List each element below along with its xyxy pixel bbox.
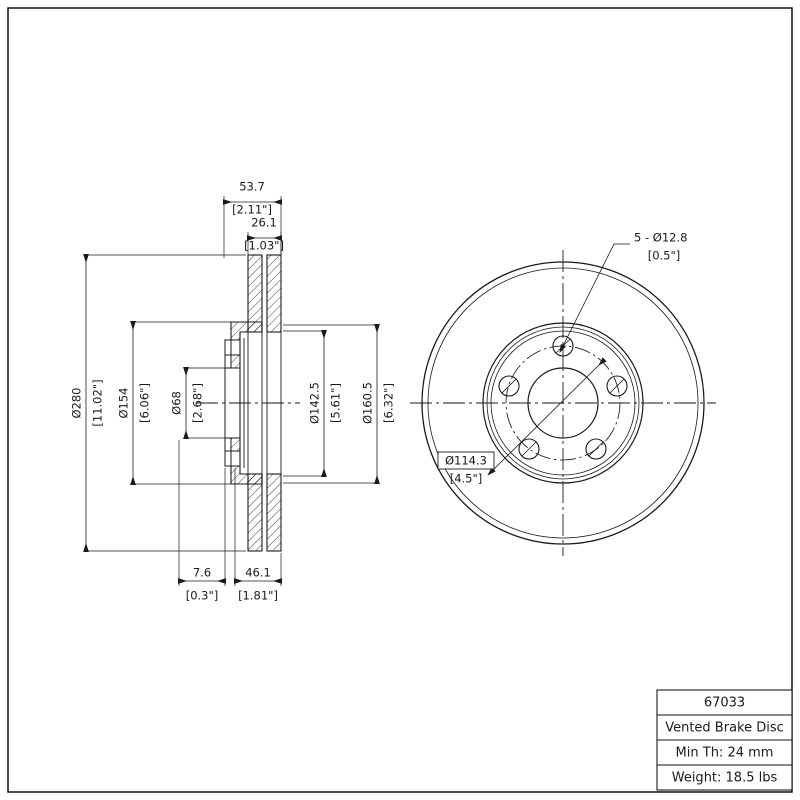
sheet-border — [7, 7, 793, 793]
dimension-hat-offset: 7.6 [0.3"] — [178, 440, 226, 603]
title-block-part-description: Vented Brake Disc — [665, 721, 784, 736]
dimension-hat-depth: 46.1 [1.81"] — [234, 468, 282, 603]
bolt-circle-callout-box — [437, 451, 495, 470]
hat-flange-upper — [224, 339, 241, 369]
dimension-rotor-thickness: 26.1 [1.03"] — [244, 216, 284, 255]
inner-pad-diameter-metric: Ø142.5 — [308, 382, 322, 424]
dimension-hat-diameter: Ø154 [6.06"] — [117, 321, 240, 485]
hat-flange-lower — [224, 437, 241, 467]
bolt-holes-metric: 5 - Ø12.8 — [634, 231, 687, 245]
rotor-hat-lower — [230, 465, 263, 485]
bolt-circle-metric: Ø114.3 — [445, 454, 487, 468]
bolt-hole — [606, 375, 628, 397]
hat-offset-metric: 7.6 — [193, 566, 211, 580]
bolt-holes-imperial: [0.5"] — [648, 249, 681, 263]
title-block-minimum-thickness: Min Th: 24 mm — [676, 746, 774, 761]
bolt-hole — [585, 438, 607, 460]
dimension-inner-pad-diameter: Ø142.5 [5.61"] — [283, 330, 343, 477]
vent-diameter-metric: Ø160.5 — [361, 382, 375, 424]
inner-pad-diameter-imperial: [5.61"] — [329, 383, 343, 423]
dimension-center-bore: Ø68 [2.68"] — [170, 367, 228, 439]
overall-thickness-metric: 53.7 — [239, 180, 265, 194]
rotor-ring-lower — [247, 473, 282, 552]
dimension-vent-diameter: Ø160.5 [6.32"] — [283, 324, 396, 484]
hat-diameter-metric: Ø154 — [117, 387, 131, 418]
center-bore-metric: Ø68 — [170, 391, 184, 415]
vent-diameter-imperial: [6.32"] — [382, 383, 396, 423]
title-block-part-number: 67033 — [704, 696, 745, 711]
dimension-overall-thickness: 53.7 [2.11"] — [223, 180, 282, 258]
title-block-weight: Weight: 18.5 lbs — [672, 771, 778, 786]
hat-depth-imperial: [1.81"] — [238, 589, 278, 603]
front-view — [410, 250, 716, 556]
bolt-hole — [518, 438, 540, 460]
rotor-ring-upper — [247, 254, 282, 333]
rotor-hat-upper — [230, 321, 263, 341]
title-block: 67033 Vented Brake Disc Min Th: 24 mm We… — [656, 689, 793, 791]
outer-diameter-metric: Ø280 — [70, 387, 84, 418]
sectional-side-view — [196, 254, 300, 552]
bolt-hole — [498, 375, 520, 397]
bolt-circle-imperial: [4.5"] — [450, 472, 483, 486]
outer-diameter-imperial: [11.02"] — [91, 379, 105, 426]
rotor-thickness-imperial: [1.03"] — [244, 239, 284, 253]
hat-offset-imperial: [0.3"] — [186, 589, 219, 603]
dimension-outer-diameter: Ø280 [11.02"] — [70, 254, 246, 552]
hat-depth-metric: 46.1 — [245, 566, 271, 580]
callout-bolt-circle: Ø114.3 [4.5"] — [437, 357, 607, 486]
hat-diameter-imperial: [6.06"] — [138, 383, 152, 423]
overall-thickness-imperial: [2.11"] — [232, 203, 272, 217]
rotor-thickness-metric: 26.1 — [251, 216, 277, 230]
center-bore-imperial: [2.68"] — [191, 383, 205, 423]
callout-bolt-holes: 5 - Ø12.8 [0.5"] — [559, 231, 687, 354]
